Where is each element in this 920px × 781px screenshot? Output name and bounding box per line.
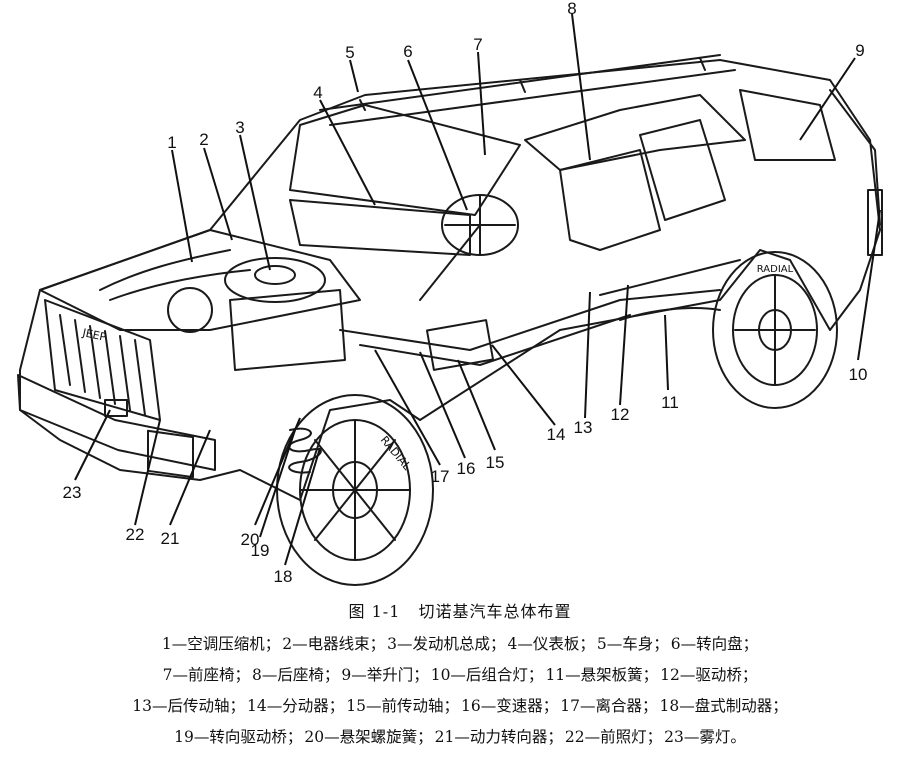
callout-1: 1 bbox=[167, 133, 176, 152]
legend-line-1: 1—空调压缩机；2—电器线束；3—发动机总成；4—仪表板；5—车身；6—转向盘； bbox=[0, 632, 920, 654]
callout-numbers: 1 2 3 4 5 6 7 8 9 10 11 12 13 14 15 16 1… bbox=[63, 0, 868, 586]
callout-21: 21 bbox=[161, 529, 180, 548]
side-windows bbox=[524, 89, 836, 171]
legend-item: 13—后传动轴； bbox=[132, 697, 246, 715]
rear-combination-lamp bbox=[867, 189, 883, 256]
legend-item: 17—离合器； bbox=[560, 697, 658, 715]
legend-item: 23—雾灯。 bbox=[664, 728, 746, 746]
ac-compressor bbox=[167, 287, 213, 333]
legend-item: 11—悬架板簧； bbox=[545, 666, 659, 684]
figure-caption: 图 1-1 切诺基汽车总体布置 bbox=[0, 598, 920, 622]
legend-item: 19—转向驱动桥； bbox=[174, 728, 303, 746]
drivetrain bbox=[339, 289, 721, 366]
coil-spring bbox=[288, 427, 322, 474]
front-wheel bbox=[276, 394, 434, 586]
grille-badge: JEEP bbox=[80, 326, 107, 344]
legend-line-2: 7—前座椅；8—后座椅；9—举升门；10—后组合灯；11—悬架板簧；12—驱动桥… bbox=[0, 663, 920, 685]
legend-item: 20—悬架螺旋簧； bbox=[304, 728, 433, 746]
front-bumper bbox=[17, 374, 216, 471]
rear-wheel bbox=[712, 251, 838, 409]
legend-line-3: 13—后传动轴；14—分动器；15—前传动轴；16—变速器；17—离合器；18—… bbox=[0, 694, 920, 716]
figure-title: 切诺基汽车总体布置 bbox=[418, 602, 572, 621]
callout-5: 5 bbox=[345, 43, 354, 62]
legend-item: 3—发动机总成； bbox=[387, 635, 506, 653]
figure-number: 图 1-1 bbox=[348, 602, 401, 621]
legend-item: 9—举升门； bbox=[341, 666, 429, 684]
engine-air-cleaner bbox=[224, 257, 326, 303]
callout-9: 9 bbox=[855, 41, 864, 60]
callout-14: 14 bbox=[547, 425, 566, 444]
callout-17: 17 bbox=[431, 467, 450, 486]
vehicle-body-outline bbox=[19, 59, 881, 501]
legend-item: 12—驱动桥； bbox=[660, 666, 758, 684]
callout-18: 18 bbox=[274, 567, 293, 586]
headlight bbox=[147, 429, 194, 479]
transfer-case bbox=[425, 319, 495, 371]
legend-item: 10—后组合灯； bbox=[430, 666, 544, 684]
callout-2: 2 bbox=[199, 130, 208, 149]
leaf-spring bbox=[619, 307, 721, 321]
liftgate bbox=[829, 89, 881, 226]
legend-item: 8—后座椅； bbox=[251, 666, 340, 684]
rear-axle bbox=[599, 259, 741, 296]
legend-item: 1—空调压缩机； bbox=[161, 635, 281, 653]
legend-item: 2—电器线束； bbox=[282, 635, 386, 653]
callout-20: 20 bbox=[241, 530, 260, 549]
fog-light bbox=[104, 399, 128, 417]
callout-23: 23 bbox=[63, 483, 82, 502]
vehicle-layout-diagram: JEEP RADIAL RADIAL 1 2 3 4 5 6 7 bbox=[17, 0, 883, 586]
legend-item: 7—前座椅； bbox=[162, 666, 250, 684]
legend-item: 21—动力转向器； bbox=[434, 728, 563, 746]
legend-item: 4—仪表板； bbox=[507, 635, 595, 653]
callout-3: 3 bbox=[235, 118, 244, 137]
callout-16: 16 bbox=[457, 459, 476, 478]
legend-item: 18—盘式制动器； bbox=[659, 697, 788, 715]
callout-6: 6 bbox=[403, 42, 412, 61]
rear-tire-label: RADIAL bbox=[757, 264, 794, 275]
legend-item: 16—变速器； bbox=[461, 697, 559, 715]
legend-item: 15—前传动轴； bbox=[346, 697, 459, 715]
callout-7: 7 bbox=[473, 35, 482, 54]
front-seat bbox=[559, 149, 661, 251]
callout-19: 19 bbox=[251, 541, 270, 560]
legend-item: 6—转向盘； bbox=[670, 635, 759, 653]
legend-item: 14—分动器； bbox=[247, 697, 345, 715]
engine-block bbox=[229, 289, 346, 371]
callout-22: 22 bbox=[126, 525, 145, 544]
callout-13: 13 bbox=[574, 418, 593, 437]
callout-8: 8 bbox=[567, 0, 576, 18]
legend-item: 5—车身； bbox=[596, 635, 669, 653]
legend-item: 22—前照灯； bbox=[564, 728, 663, 746]
rear-seat bbox=[639, 119, 726, 221]
legend-line-4: 19—转向驱动桥；20—悬架螺旋簧；21—动力转向器；22—前照灯；23—雾灯。 bbox=[0, 725, 920, 747]
callout-12: 12 bbox=[611, 405, 630, 424]
callout-11: 11 bbox=[661, 393, 679, 412]
hood bbox=[39, 229, 361, 331]
callout-4: 4 bbox=[313, 83, 322, 102]
windshield bbox=[289, 104, 521, 216]
callout-10: 10 bbox=[849, 365, 868, 384]
callout-15: 15 bbox=[486, 453, 505, 472]
